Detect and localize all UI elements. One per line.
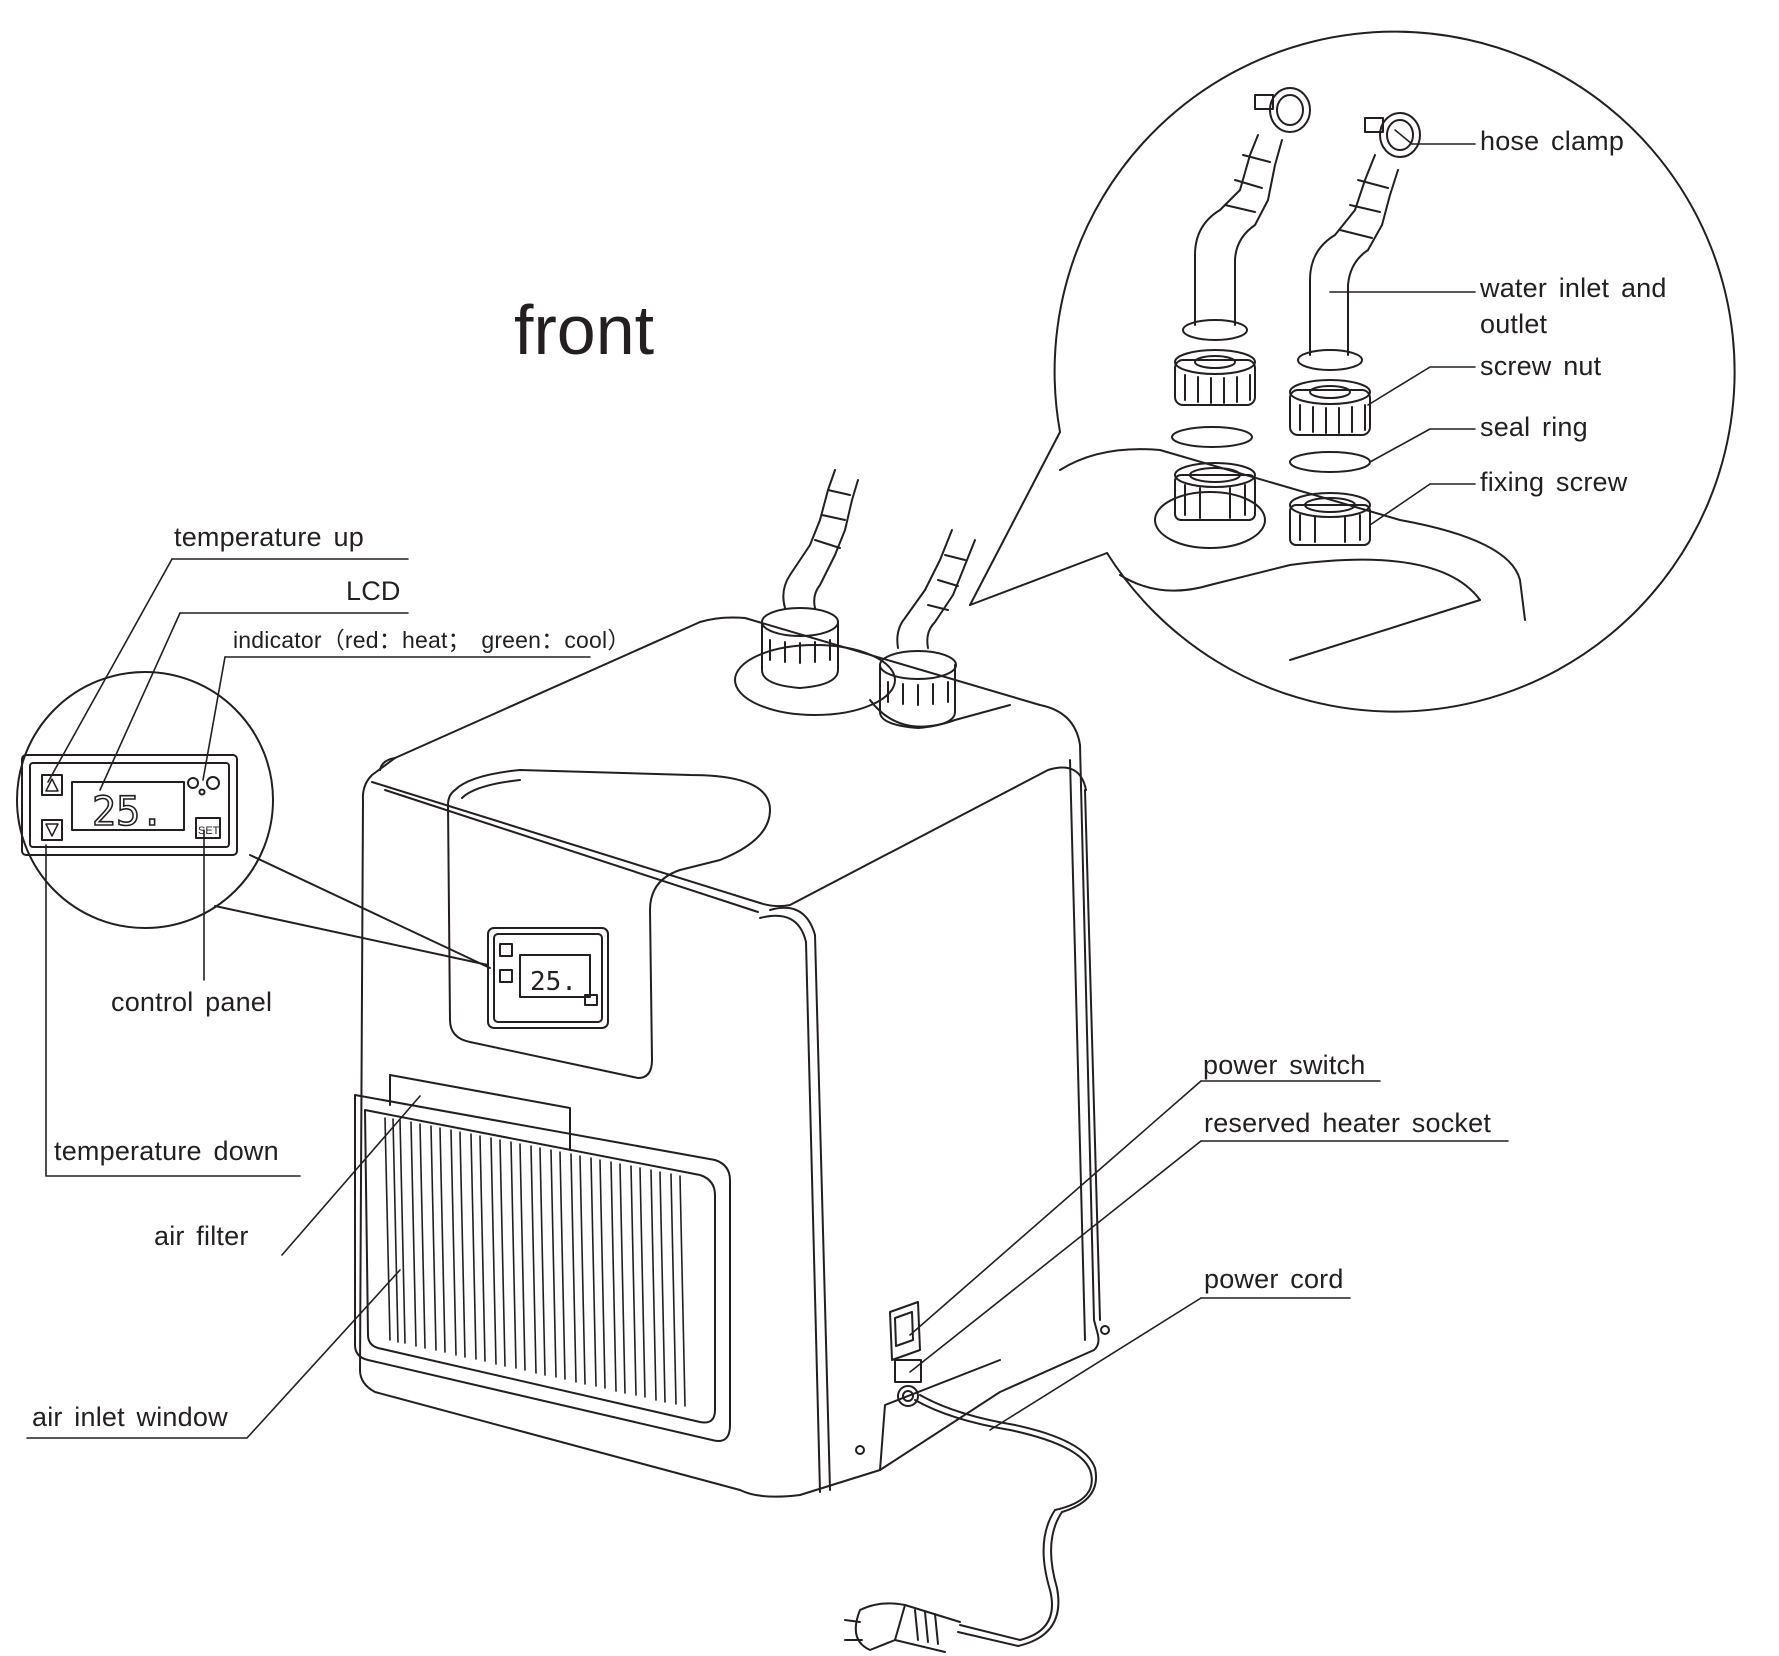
label-screw-nut: screw nut — [1480, 351, 1602, 381]
screw-nut-1 — [1174, 349, 1256, 406]
zoom-lcd-digits: 25. — [92, 789, 164, 835]
label-control-panel: control panel — [111, 987, 273, 1017]
label-seal-ring: seal ring — [1480, 412, 1588, 442]
hose-clamp-1 — [1254, 87, 1311, 133]
hose-clamp-2 — [1364, 112, 1421, 158]
label-lcd: LCD — [346, 576, 401, 606]
side-socket-panel — [855, 1301, 1110, 1455]
label-temperature-down: temperature down — [54, 1136, 279, 1166]
label-water-inlet-and: water inlet and — [1480, 273, 1667, 303]
label-air-inlet-window: air inlet window — [32, 1402, 228, 1432]
label-power-cord: power cord — [1204, 1264, 1344, 1294]
screw-nut-2 — [1289, 379, 1371, 436]
inlet-fitting — [734, 469, 896, 716]
leader-lines — [26, 129, 1509, 1439]
control-panel-zoom — [16, 671, 491, 969]
label-power-switch: power switch — [1203, 1050, 1366, 1080]
label-temperature-up: temperature up — [174, 522, 364, 552]
front-control-panel — [487, 927, 609, 1029]
outlet-fitting — [869, 529, 1011, 729]
grille-slats — [384, 1117, 686, 1407]
label-indicator: indicator（red：heat； green：cool） — [233, 627, 631, 653]
page-title: front — [514, 291, 655, 369]
label-fixing-screw: fixing screw — [1480, 467, 1628, 497]
zoom-set-label: SET — [198, 825, 220, 837]
hose-barb-1 — [1182, 134, 1283, 341]
hose-barb-2 — [1297, 154, 1399, 371]
fixing-screw-2 — [1289, 492, 1371, 546]
unit-lcd-digits: 25. — [530, 967, 577, 997]
fittings-zoom — [969, 30, 1736, 713]
chiller-body — [359, 469, 1101, 1498]
label-air-filter: air filter — [154, 1221, 249, 1251]
label-hose-clamp: hose clamp — [1480, 126, 1625, 156]
label-reserved-heater-socket: reserved heater socket — [1204, 1108, 1492, 1138]
label-water-outlet: outlet — [1480, 309, 1548, 339]
air-filter-grille — [354, 1074, 731, 1442]
fixing-screw-1 — [1174, 462, 1256, 521]
power-cord — [844, 1394, 1097, 1653]
